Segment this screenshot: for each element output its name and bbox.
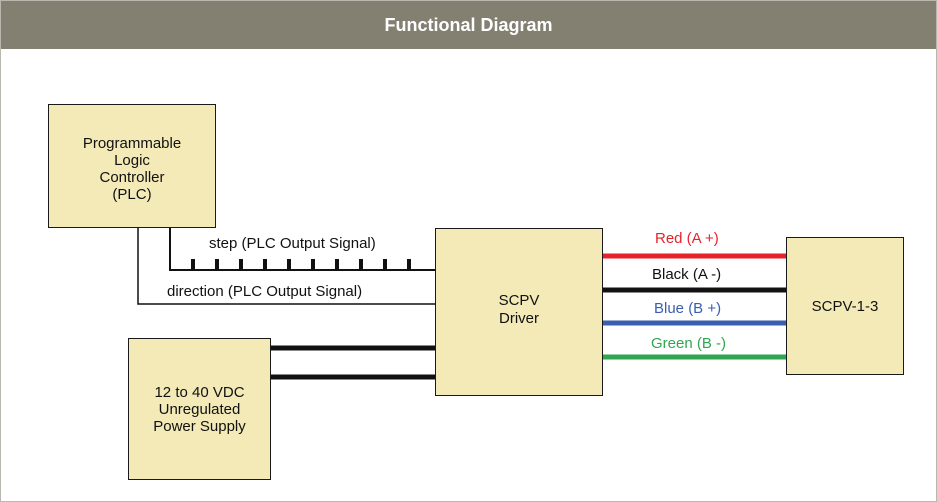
plc-label-line-3: Controller [99, 169, 165, 186]
green-wire-label: Green (B -) [651, 335, 727, 352]
step-signal-label: step (PLC Output Signal) [209, 235, 376, 252]
red-wire-label: Red (A +) [655, 230, 719, 247]
direction-signal-line [137, 228, 436, 305]
step-signal-line [169, 228, 436, 271]
driver-label-line-1: SCPV [498, 292, 540, 309]
power-label-line-2: Unregulated [158, 401, 241, 418]
header-bar: Functional Diagram [1, 1, 936, 49]
direction-signal-label: direction (PLC Output Signal) [167, 283, 363, 300]
power-label-line-1: 12 to 40 VDC [154, 384, 245, 401]
plc-box: Programmable Logic Controller (PLC) [48, 104, 216, 228]
black-wire-label: Black (A -) [652, 266, 722, 283]
plc-label-line-2: Logic [114, 152, 150, 169]
motor-box: SCPV-1-3 [786, 237, 904, 375]
power-label-line-3: Power Supply [153, 418, 246, 435]
plc-label-line-4: (PLC) [112, 186, 152, 203]
blue-wire-label: Blue (B +) [654, 300, 722, 317]
driver-box: SCPV Driver [435, 228, 603, 396]
diagram-title: Functional Diagram [384, 15, 553, 35]
plc-label-line-1: Programmable [82, 135, 182, 152]
driver-label-line-2: Driver [499, 310, 539, 327]
motor-label: SCPV-1-3 [811, 298, 879, 315]
power-supply-box: 12 to 40 VDC Unregulated Power Supply [128, 338, 271, 480]
